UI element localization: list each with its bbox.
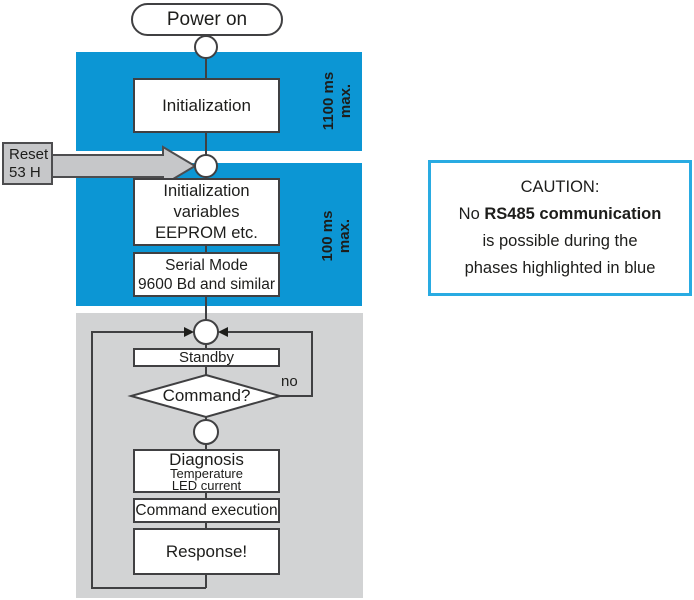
start-node-label: Power on (166, 8, 248, 30)
diagnosis-box: Diagnosis Temperature LED current (133, 449, 280, 493)
caution-line-4: phases highlighted in blue (464, 259, 656, 277)
box-line: EEPROM etc. (155, 223, 258, 242)
loop-line-left-return (91, 331, 206, 589)
duration-label-100ms: 100 ms max. (319, 211, 353, 262)
decision-command-label: Command? (162, 386, 251, 405)
reset-label-line: Reset (9, 146, 49, 163)
caution-title: CAUTION: (520, 178, 600, 196)
box-line: 9600 Bd and similar (138, 275, 275, 293)
caution-note-box: CAUTION: No RS485 communication is possi… (428, 160, 692, 296)
loop-line-no-return (226, 331, 313, 397)
response-box: Response! (133, 528, 280, 575)
caution-line-2: No RS485 communication (459, 201, 662, 228)
decision-diamond (127, 373, 284, 419)
box-line: Initialization (163, 181, 250, 200)
reset-label-line: 53 H (9, 164, 41, 181)
duration-line: 1100 ms (320, 71, 337, 131)
connector-circle-decision-yes (193, 419, 219, 445)
box-line: LED current (171, 477, 242, 493)
caution-line-2-bold: RS485 communication (484, 205, 662, 223)
box-line: variables (173, 202, 240, 221)
box-line: Initialization (162, 95, 251, 115)
box-line: Command execution (135, 501, 278, 519)
box-line: Standby (178, 349, 235, 366)
reset-arrow (51, 145, 197, 187)
duration-line: max. (337, 83, 354, 119)
duration-label-1100ms: 1100 ms max. (320, 72, 354, 130)
standby-box: Standby (133, 348, 280, 367)
connector-circle-loop-top (193, 319, 219, 345)
duration-line: 100 ms (319, 210, 336, 262)
caution-line-2-prefix: No (458, 205, 485, 223)
decision-no-label: no (281, 373, 298, 390)
duration-line: max. (336, 218, 353, 254)
arrowhead-right-icon (218, 327, 228, 337)
initialization-box: Initialization (133, 78, 280, 133)
caution-line-3: is possible during the (482, 232, 638, 250)
connector-circle-reset (194, 154, 218, 178)
reset-input-box: Reset 53 H (2, 142, 53, 185)
arrowhead-left-icon (184, 327, 194, 337)
command-execution-box: Command execution (133, 498, 280, 523)
box-line: Temperature (170, 465, 243, 481)
box-line: Diagnosis (169, 449, 244, 469)
connector-circle-power (194, 35, 218, 59)
initialization-variables-box: Initialization variables EEPROM etc. (133, 178, 280, 246)
box-line: Serial Mode (165, 256, 248, 274)
serial-mode-box: Serial Mode 9600 Bd and similar (133, 252, 280, 297)
box-line: Response! (165, 541, 248, 561)
start-node-power-on: Power on (131, 3, 283, 36)
